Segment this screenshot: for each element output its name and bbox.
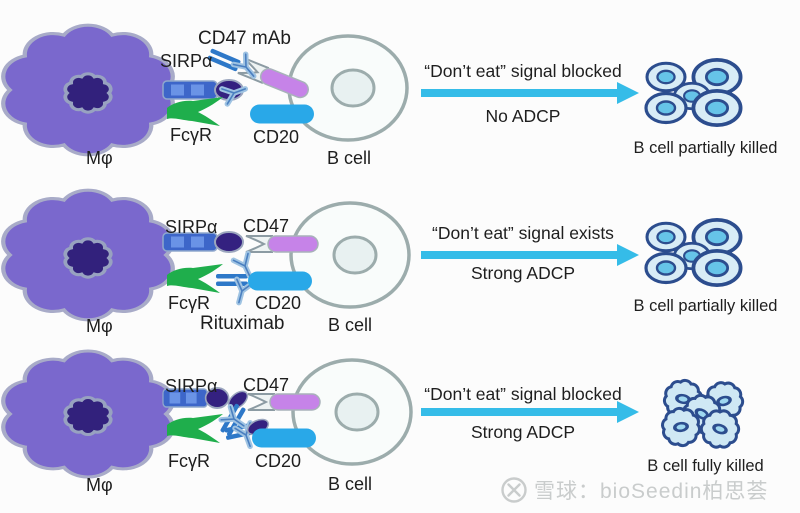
label-bcell: B cell [328,315,373,335]
label-mphi: Mφ [86,316,113,336]
bcell-cluster-alive [646,60,741,125]
b-cell [289,201,411,309]
row-rituximab: SIRPα CD47 FcγR CD20 Rituximab Mφ B cell… [0,171,800,342]
cd20-ligand [252,428,316,448]
result-text: B cell partially killed [633,297,778,315]
signal-text: “Don’t eat” signal blocked [424,61,622,81]
row-bispecific: SIRPα CD47 FcγR CD20 Mφ B cell “Don’t ea… [0,342,800,513]
process-arrow [421,82,639,104]
cd20-ligand [248,271,312,291]
row1-graphics [0,0,800,171]
macrophage-nucleus [63,71,113,115]
adcp-text: Strong ADCP [470,422,576,442]
b-cell-nucleus [334,392,380,432]
result-text: B cell fully killed [647,457,764,475]
label-fcgr: FcγR [168,451,210,471]
fcgr-receptor [167,97,223,126]
label-rituximab: Rituximab [200,313,285,334]
row3-graphics [0,342,800,513]
label-mphi: Mφ [86,475,113,495]
watermark-text: 雪球：bioSeedin柏思荟 [534,480,769,503]
macrophage-nucleus [63,236,113,280]
signal-text: “Don’t eat” signal blocked [424,384,622,404]
label-mphi: Mφ [86,148,113,168]
result-text: B cell partially killed [633,139,778,157]
signal-text: “Don’t eat” signal exists [432,223,614,243]
macrophage [3,25,173,155]
label-cd20: CD20 [255,451,302,471]
macrophage [3,190,173,320]
xueqiu-logo-icon [501,477,527,503]
adcp-text: No ADCP [485,106,561,126]
label-cd47: CD47 [243,216,290,236]
label-fcgr: FcγR [168,293,210,313]
cd47-ligand [247,393,321,411]
adcp-text: Strong ADCP [470,263,576,283]
rituximab-fc-icon [216,274,248,286]
label-sirpa: SIRPα [160,51,213,71]
row2-graphics [0,171,800,342]
label-cd20: CD20 [255,293,302,313]
b-cell-nucleus [332,235,378,275]
label-sirpa: SIRPα [165,376,218,396]
macrophage-nucleus [63,395,113,437]
label-cd47: CD47 [243,375,290,395]
row-cd47-mab: CD47 mAb SIRPα FcγR CD20 Mφ B cell “Don’… [0,0,800,171]
label-fcgr: FcγR [170,125,212,145]
bcell-cluster-alive [646,220,741,285]
label-cd20: CD20 [253,127,300,147]
label-cd47-mab: CD47 mAb [198,28,291,49]
watermark: 雪球：bioSeedin柏思荟 [500,475,768,505]
b-cell [287,34,409,142]
fcgr-receptor [167,264,223,293]
label-sirpa: SIRPα [165,217,218,237]
macrophage [3,351,173,477]
label-bcell: B cell [327,148,372,168]
b-cell-nucleus [330,68,376,108]
label-bcell: B cell [328,474,373,494]
bcell-cluster-dead [660,377,746,452]
cd20-ligand [250,104,314,124]
cd47-ligand [245,235,319,253]
fcgr-receptor [167,414,223,443]
b-cell [291,358,413,466]
